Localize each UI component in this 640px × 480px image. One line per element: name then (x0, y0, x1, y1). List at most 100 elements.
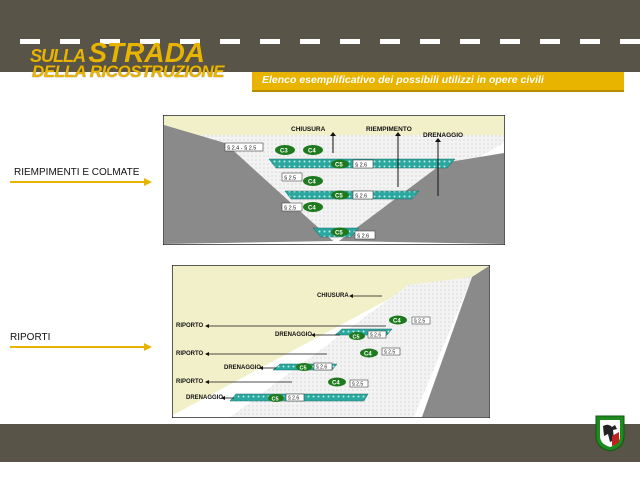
class-badge-c5 (268, 394, 284, 402)
size-tag (352, 190, 374, 200)
size-tag (352, 159, 374, 169)
class-badge-c5 (331, 227, 349, 237)
class-badge-text: C4 (308, 180, 316, 186)
class-badge-c3 (275, 145, 295, 155)
footer-bar (0, 424, 640, 462)
surface-layer (173, 266, 489, 415)
size-tag-text: § 2.6 (355, 194, 367, 200)
arrowhead (205, 352, 209, 356)
logo-small: SULLA (30, 46, 85, 66)
size-tag-text: § 2.5 (414, 319, 425, 325)
size-tag-text: § 2.5 (284, 176, 296, 182)
class-badge-c5 (331, 159, 349, 169)
label-drainage: DRENAGGIO (186, 395, 223, 401)
size-tag (381, 347, 401, 356)
class-badge-c4 (389, 315, 407, 325)
road-dash (380, 39, 400, 44)
road-dash (620, 39, 640, 44)
road-dash (540, 39, 560, 44)
size-tag-text: § 2.6 (316, 365, 327, 371)
size-tag-text: § 2.5 (352, 382, 363, 388)
road-dash (300, 39, 320, 44)
size-tag (285, 393, 305, 402)
size-tag-text: § 2.5 (284, 206, 296, 212)
class-badge-c4 (303, 176, 323, 186)
size-tag (281, 172, 303, 182)
label-closure: CHIUSURA (291, 126, 326, 133)
logo-big: STRADA (88, 37, 206, 68)
road-dash (460, 39, 480, 44)
class-badge-text: C5 (335, 231, 343, 237)
arrowhead (259, 366, 263, 370)
road-dash (180, 39, 200, 44)
class-badge-text: C5 (272, 397, 279, 403)
side-arrow-top (10, 178, 152, 186)
arrowhead (435, 138, 441, 142)
size-tag-text: § 2.6 (370, 333, 381, 339)
label-fill: RIPORTO (176, 323, 204, 329)
class-badge-c4 (360, 348, 378, 358)
class-badge-text: C4 (332, 381, 340, 387)
class-badge-c5 (296, 363, 312, 371)
side-arrow-bottom (10, 343, 152, 351)
road-dash (220, 39, 240, 44)
class-badge-c5 (331, 190, 349, 200)
label-fill: RIPORTO (176, 351, 204, 357)
rock-slope (422, 266, 489, 417)
road-dash (260, 39, 280, 44)
arrowhead (395, 132, 401, 136)
label-drainage: DRENAGGIO (275, 332, 312, 338)
size-tag-text: § 2.5 (384, 350, 395, 356)
arrowhead (349, 294, 353, 298)
road-dash (20, 39, 40, 44)
label-drainage: DRENAGGIO (423, 132, 463, 139)
road-dash (140, 39, 160, 44)
drain-layer (284, 190, 420, 200)
size-tag (367, 330, 387, 339)
size-tag (281, 202, 303, 212)
label-fill-and-colmate: RIEMPIMENTI E COLMATE (14, 167, 140, 178)
class-badge-text: C4 (308, 149, 316, 155)
arrowhead (311, 333, 315, 337)
road-dash (500, 39, 520, 44)
arrowhead (330, 132, 336, 136)
size-tag (224, 142, 264, 152)
class-badge-text: C3 (280, 149, 288, 155)
diagram-riporti-cross-section: CHIUSURA RIPORTO DRENAGGIO RIPORTO DRENA… (172, 265, 490, 418)
class-badge-text: C5 (300, 366, 307, 372)
arrowhead (221, 396, 225, 400)
size-tag (354, 230, 376, 240)
road-header (0, 0, 640, 72)
size-tag-text: § 2.6 (355, 163, 367, 169)
class-badge-text: C4 (364, 352, 372, 358)
rock-right (339, 153, 504, 244)
label-closure: CHIUSURA (317, 293, 349, 299)
size-tag (313, 362, 333, 371)
size-tag-text: § 2.6 (288, 396, 299, 402)
road-dash (580, 39, 600, 44)
label-drainage: DRENAGGIO (224, 365, 261, 371)
class-badge-text: C5 (353, 335, 360, 341)
class-badge-c4 (303, 202, 323, 212)
road-dash (420, 39, 440, 44)
class-badge-text: C4 (393, 319, 401, 325)
arrowhead (205, 380, 209, 384)
size-tag-text: § 2.4 - § 2.5 (227, 146, 256, 152)
size-tag-text: § 2.6 (357, 234, 369, 240)
label-fill: RIEMPIMENTO (366, 126, 412, 133)
class-badge-c5 (349, 332, 365, 340)
class-badge-text: C5 (335, 194, 343, 200)
banner-title: Elenco esemplificativo dei possibili uti… (262, 74, 544, 86)
class-badge-c4 (303, 145, 323, 155)
size-tag (411, 316, 431, 325)
region-emblem-icon (595, 415, 625, 452)
diagram-fill-cross-section: CHIUSURA RIEMPIMENTO DRENAGGIO § 2.4 - §… (163, 115, 505, 245)
road-dash (340, 39, 360, 44)
logo-line-1: SULLA STRADA (30, 39, 205, 67)
logo-line-2: DELLA RICOSTRUZIONE (32, 62, 224, 81)
label-riporti: RIPORTI (10, 332, 51, 343)
size-tag (349, 379, 369, 388)
road-dash (100, 39, 120, 44)
label-fill: RIPORTO (176, 379, 204, 385)
class-badge-text: C4 (308, 206, 316, 212)
